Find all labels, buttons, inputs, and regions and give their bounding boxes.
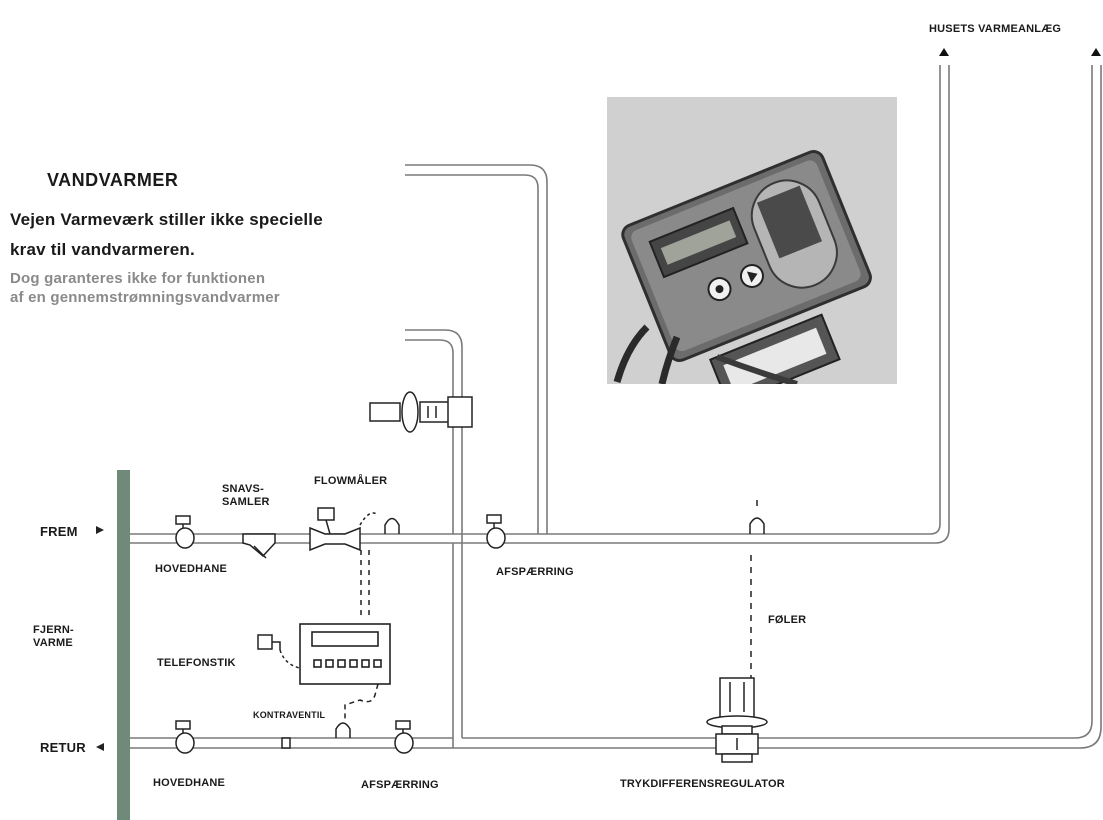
intro-line-1: Vejen Varmeværk stiller ikke specielle	[10, 210, 323, 229]
meter-unit	[299, 623, 391, 685]
snavssamler-label-line1: SNAVS-	[222, 483, 264, 495]
fjernvarme-label-line2: VARME	[33, 637, 73, 649]
flowmaaler-label: FLOWMÅLER	[314, 475, 388, 487]
frem-arrow	[96, 526, 104, 534]
foeler-label: FØLER	[768, 614, 807, 626]
flowmaaler	[309, 507, 379, 552]
intro-line-3: Dog garanteres ikke for funktionen	[10, 270, 266, 287]
return-fitting	[281, 737, 291, 749]
husets-varmeanlaeg-label: HUSETS VARMEANLÆG	[929, 23, 1062, 35]
snavssamler-label: SNAVS- SAMLER	[222, 483, 270, 509]
fjernvarme-label: FJERN- VARME	[33, 624, 74, 650]
hovedhane-top-valve	[175, 515, 195, 549]
intro-line-4: af en gennemstrømningsvandvarmer	[10, 289, 280, 306]
kontraventil-label: KONTRAVENTIL	[253, 710, 326, 720]
retur-label: RETUR	[40, 740, 86, 755]
afspaerring-bottom-label: AFSPÆRRING	[361, 779, 439, 791]
energy-meter-photo	[607, 97, 897, 384]
heater-loop-lower	[405, 329, 463, 748]
snavssamler	[242, 533, 276, 559]
heater-riser-valve	[369, 391, 473, 433]
fjernvarme-label-line1: FJERN-	[33, 624, 74, 636]
hovedhane-bottom-valve	[175, 720, 195, 754]
heater-loop-upper	[405, 164, 548, 534]
kontraventil	[335, 722, 351, 738]
fjernvarme-bar	[117, 470, 130, 820]
sensor-pocket-2	[749, 500, 765, 534]
meter-signal-line	[344, 683, 379, 722]
intro-heading: VANDVARMER	[47, 170, 179, 190]
flow-signal-lines	[360, 550, 370, 620]
snavssamler-label-line2: SAMLER	[222, 496, 270, 508]
afspaerring-top-valve	[486, 514, 506, 549]
trykdifferensregulator-label: TRYKDIFFERENSREGULATOR	[620, 778, 785, 790]
telefonstik-label: TELEFONSTIK	[157, 657, 236, 669]
trykdifferensregulator	[706, 677, 768, 763]
afspaerring-top-label: AFSPÆRRING	[496, 566, 574, 578]
sensor-pocket-1	[384, 517, 400, 534]
afspaerring-bottom-valve	[394, 720, 414, 754]
telefonstik-icon	[257, 634, 301, 669]
intro-line-2: krav til vandvarmeren.	[10, 240, 195, 259]
house-arrow-2	[1091, 48, 1101, 56]
house-arrow-1	[939, 48, 949, 56]
hovedhane-bottom-label: HOVEDHANE	[153, 777, 226, 789]
hovedhane-top-label: HOVEDHANE	[155, 563, 228, 575]
retur-arrow	[96, 743, 104, 751]
frem-label: FREM	[40, 524, 78, 539]
